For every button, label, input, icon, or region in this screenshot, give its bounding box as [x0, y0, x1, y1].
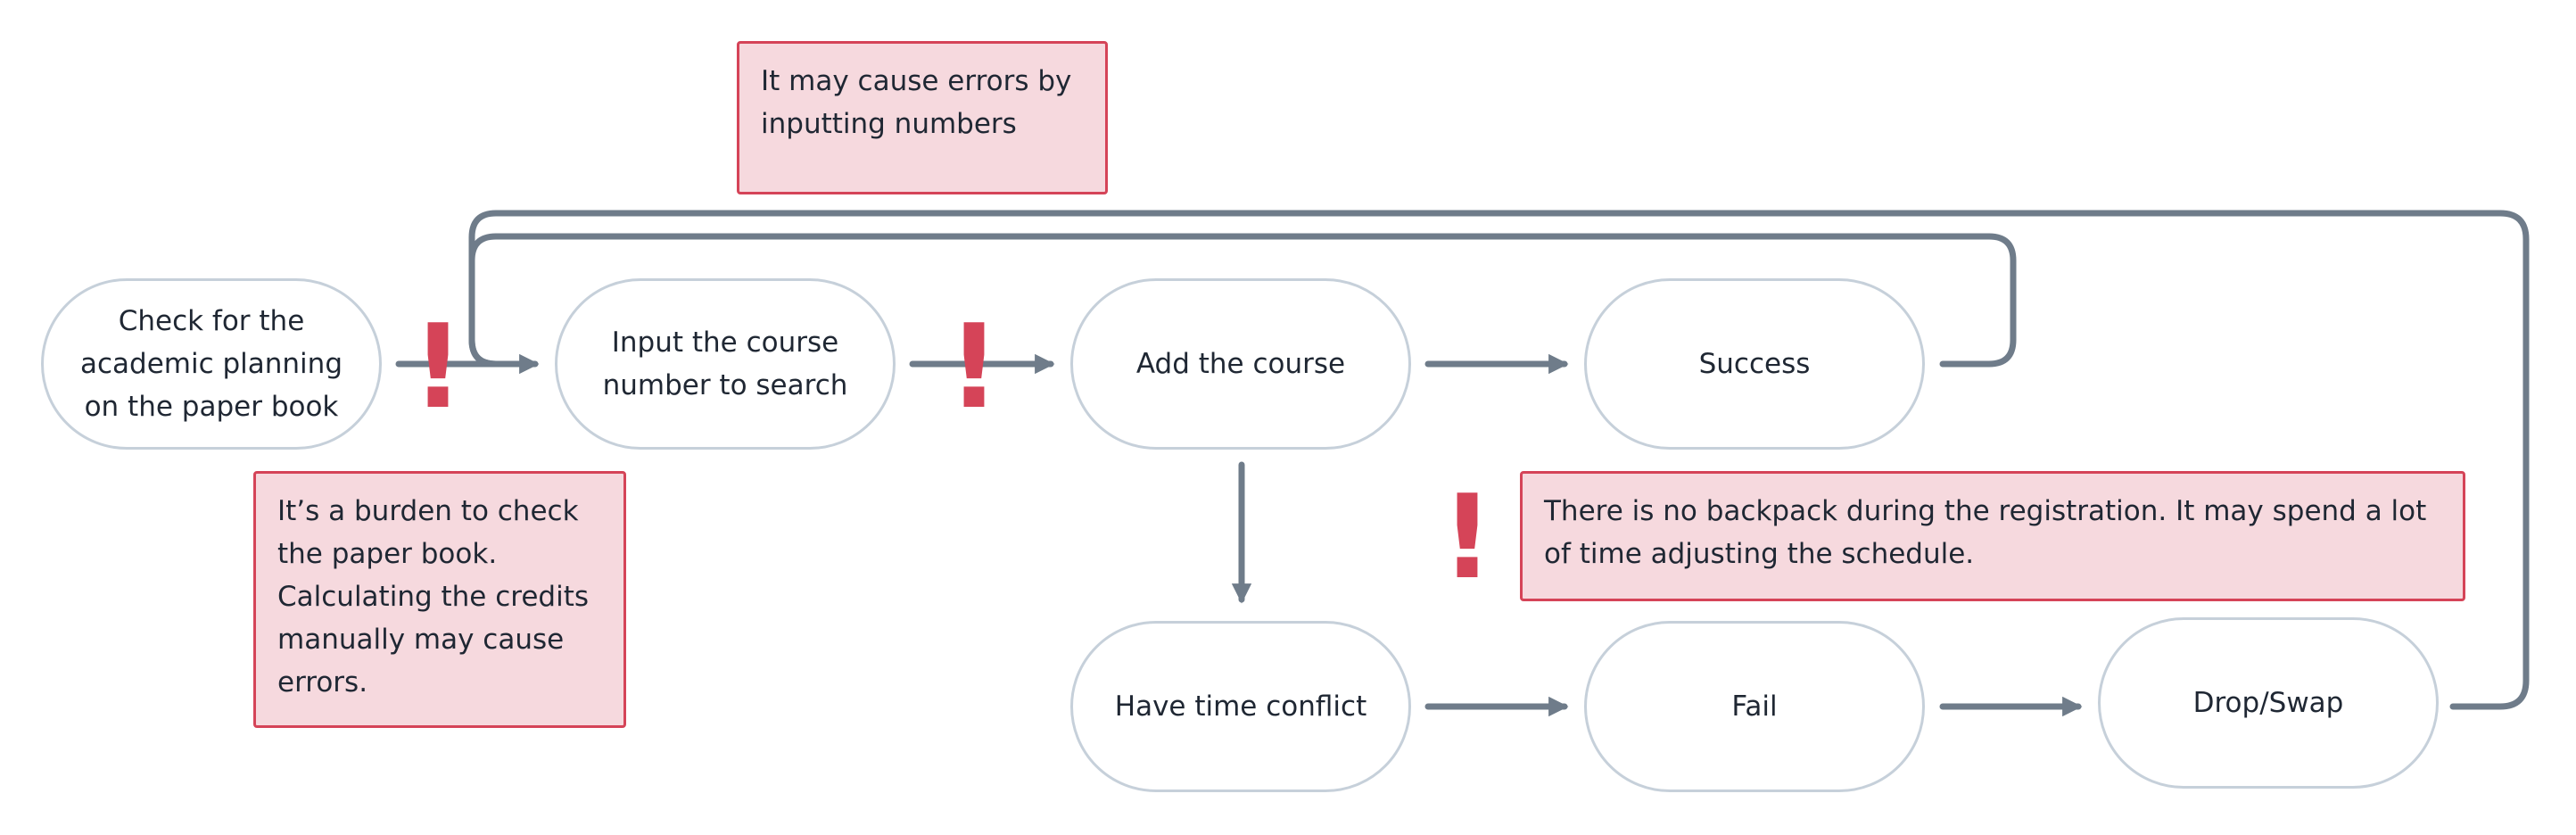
note-no-backpack-text: There is no backpack during the registra…	[1544, 495, 2427, 570]
node-drop-swap-label: Drop/Swap	[2192, 687, 2344, 719]
node-success: Success	[1584, 278, 1925, 450]
alert-icon-paper-book: !	[411, 299, 465, 434]
note-input-errors-text: It may cause errors by inputting numbers	[761, 65, 1072, 140]
node-check-paper-book-label: Check for the academic planning on the p…	[79, 305, 343, 423]
node-fail: Fail	[1584, 621, 1925, 792]
note-paper-book-burden-text: It’s a burden to check the paper book. C…	[277, 495, 590, 699]
node-time-conflict: Have time conflict	[1070, 621, 1411, 792]
alert-icon-no-backpack: !	[1441, 469, 1494, 605]
note-no-backpack: There is no backpack during the registra…	[1520, 471, 2465, 601]
node-add-course: Add the course	[1070, 278, 1411, 450]
node-input-course-number: Input the course number to search	[555, 278, 896, 450]
note-input-errors: It may cause errors by inputting numbers	[737, 41, 1108, 194]
node-success-label: Success	[1698, 348, 1811, 380]
node-fail-label: Fail	[1731, 690, 1778, 723]
node-input-course-number-label: Input the course number to search	[602, 327, 848, 401]
note-paper-book-burden: It’s a burden to check the paper book. C…	[253, 471, 626, 728]
node-check-paper-book: Check for the academic planning on the p…	[41, 278, 382, 450]
node-add-course-label: Add the course	[1135, 348, 1346, 380]
loop-dropswap-to-input	[468, 210, 2530, 710]
node-time-conflict-label: Have time conflict	[1114, 690, 1367, 723]
alert-icon-input-number: !	[947, 299, 1001, 434]
node-drop-swap: Drop/Swap	[2098, 617, 2439, 789]
